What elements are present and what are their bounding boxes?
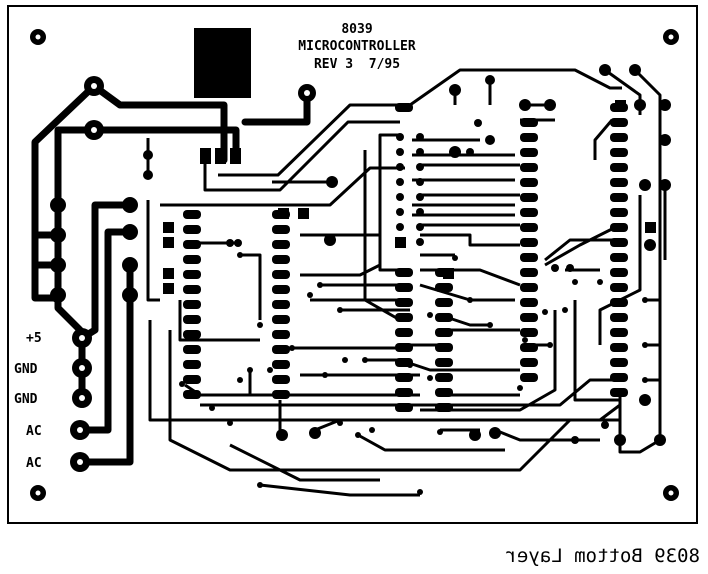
ic-mid-column-pads bbox=[395, 103, 453, 412]
layer-caption: 8039 Bottom Layer bbox=[506, 545, 700, 567]
mounting-holes bbox=[30, 29, 679, 501]
round-pads bbox=[143, 64, 671, 446]
square-pads bbox=[163, 100, 656, 294]
title-line-1: 8039 bbox=[341, 22, 372, 37]
regulator-pad bbox=[194, 28, 251, 98]
label-plus5: +5 bbox=[26, 331, 42, 346]
board-outline bbox=[7, 5, 698, 524]
label-gnd-2: GND bbox=[14, 392, 38, 407]
vias bbox=[179, 119, 648, 495]
edge-labels: +5 GND GND AC AC bbox=[14, 331, 42, 471]
label-gnd-1: GND bbox=[14, 362, 38, 377]
ic-left-column-pads bbox=[183, 210, 290, 399]
label-ac-1: AC bbox=[26, 424, 42, 439]
label-ac-2: AC bbox=[26, 456, 42, 471]
title-line-2: MICROCONTROLLER bbox=[298, 39, 416, 54]
title-line-3: REV 3 7/95 bbox=[314, 57, 400, 72]
ic-right-column-pads bbox=[610, 103, 628, 397]
board-title: 8039 MICROCONTROLLER REV 3 7/95 bbox=[298, 22, 416, 72]
ic-center-column-pads bbox=[520, 118, 538, 382]
caption-text: 8039 Bottom Layer bbox=[506, 545, 700, 567]
